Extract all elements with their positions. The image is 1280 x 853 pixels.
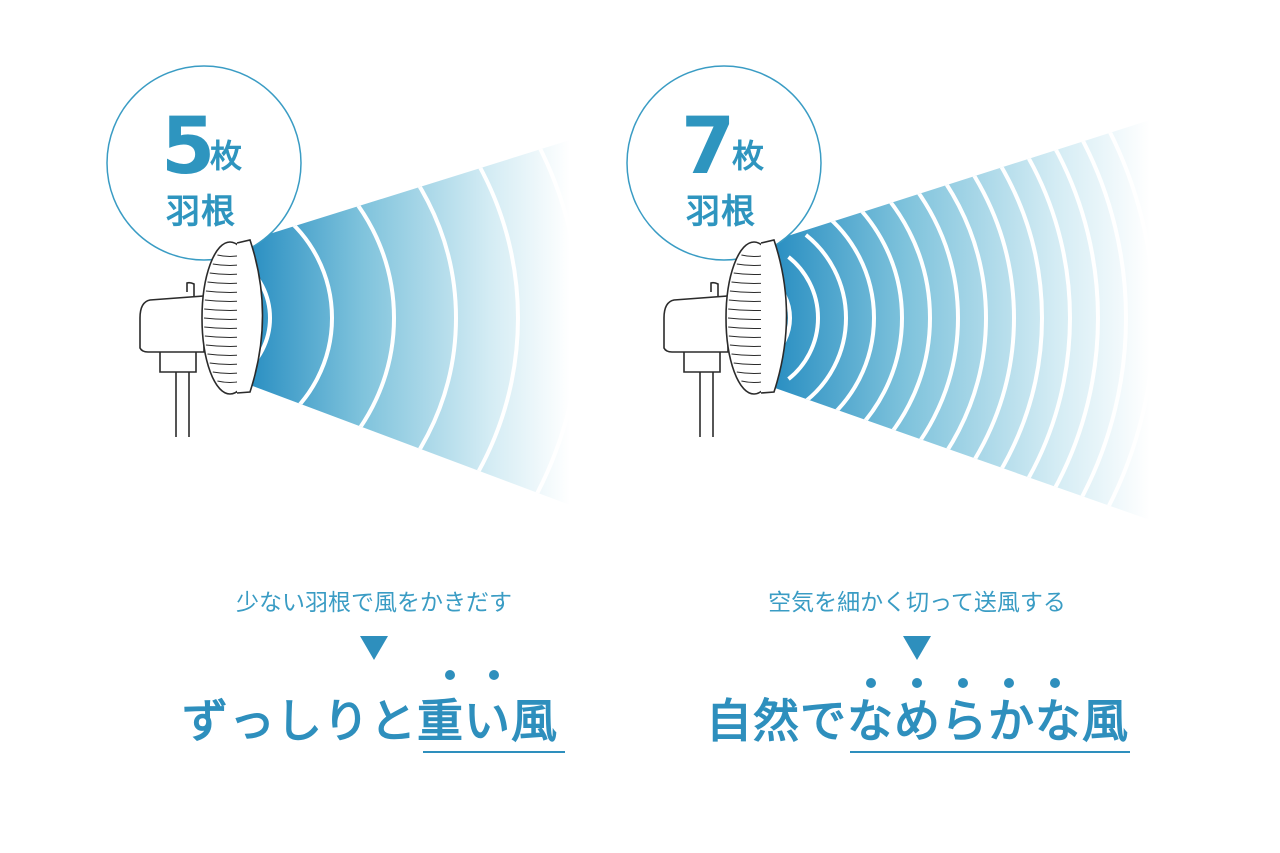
emphasis-dot [866,678,876,688]
blade-unit-right: 枚 [732,137,765,175]
wind-arc [280,213,334,423]
wind-arc [961,120,1100,520]
headline-left-underline [423,751,565,753]
headline-left: ずっしりと重い風 [182,698,558,744]
blade-unit-left: 枚 [210,137,243,175]
down-triangle-icon [360,636,388,660]
headline-left-emphasis: 重い風 [417,694,558,748]
wind-arc [396,140,520,505]
wind-arc [978,120,1128,520]
emphasis-dot [958,678,968,688]
emphasis-dot [1050,678,1060,688]
wind-arc [804,233,848,403]
down-triangle-icon [903,636,931,660]
fan-icon [663,239,788,437]
headline-right: 自然でなめらかな風 [706,698,1129,744]
badge-circle-right [626,65,822,261]
wind-cone-left [250,140,570,505]
emphasis-dot [912,678,922,688]
blade-label-right: 羽根 [686,192,756,232]
blade-label-left: 羽根 [166,192,236,232]
headline-right-underline [850,751,1130,753]
blade-count-right: 7 [681,102,736,192]
headline-right-plain: 自然で [706,694,847,748]
caption-right: 空気を細かく切って送風する [768,590,1066,616]
headline-left-plain: ずっしりと [182,694,417,748]
headline-right-emphasis: なめらかな風 [847,694,1129,748]
emphasis-dot [445,670,455,680]
blade-count-left: 5 [161,102,216,192]
wind-cone-right [775,120,1150,520]
wind-arc [822,211,876,425]
emphasis-dot [1004,678,1014,688]
wind-arc [839,189,904,447]
badge-circle-left [106,65,302,261]
caption-left: 少ない羽根で風をかきだす [236,590,512,616]
emphasis-dot [489,670,499,680]
fan-icon [139,239,264,437]
wind-arc [787,255,820,381]
